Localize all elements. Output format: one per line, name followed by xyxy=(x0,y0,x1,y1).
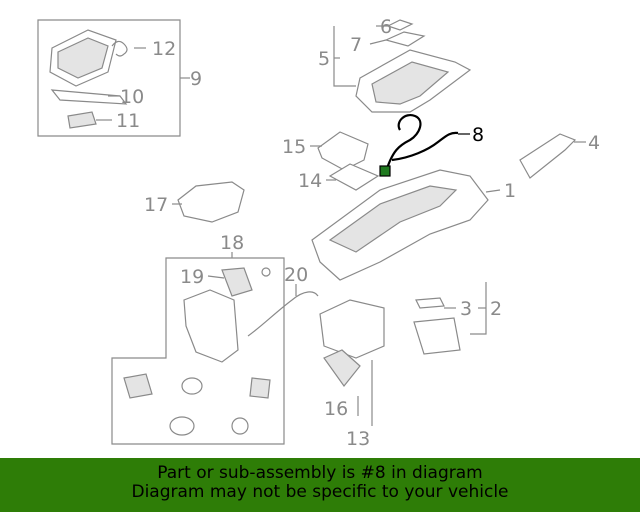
leader-19 xyxy=(207,275,225,279)
switch-a xyxy=(123,373,153,399)
wire-harness-8 xyxy=(379,114,459,177)
callout-5: 5 xyxy=(318,48,330,70)
exploded-parts-diagram: 12 10 11 9 6 7 5 8 4 15 14 1 17 18 19 20… xyxy=(37,16,600,450)
armrest-17 xyxy=(177,181,245,223)
console-body xyxy=(311,169,489,281)
bracket-2 xyxy=(413,317,461,355)
leader-lines xyxy=(96,25,586,426)
part-group-5 xyxy=(355,19,472,113)
callout-15: 15 xyxy=(282,136,306,158)
knob-e xyxy=(231,417,249,435)
callout-6: 6 xyxy=(380,16,392,38)
callout-13: 13 xyxy=(346,428,370,450)
cap-6 xyxy=(386,19,414,31)
callout-17: 17 xyxy=(144,194,168,216)
info-banner: Part or sub-assembly is #8 in diagram Di… xyxy=(0,458,640,512)
callout-16: 16 xyxy=(324,398,348,420)
harness-8-connector xyxy=(379,165,391,177)
callout-labels: 12 10 11 9 6 7 5 8 4 15 14 1 17 18 19 20… xyxy=(116,16,600,450)
tray-15 xyxy=(317,131,369,171)
harness-8-lower xyxy=(391,131,459,162)
banner-line-part-number: Part or sub-assembly is #8 in diagram xyxy=(157,463,483,483)
callout-18: 18 xyxy=(220,232,244,254)
upper-tray-opening xyxy=(371,61,450,105)
callout-20: 20 xyxy=(284,264,308,286)
part-group-18 xyxy=(111,257,285,445)
callout-19: 19 xyxy=(180,266,204,288)
trim-panel-4 xyxy=(519,133,577,179)
storage-bin xyxy=(319,299,385,359)
console-body-top xyxy=(328,185,458,253)
mat-7 xyxy=(384,31,426,47)
part-group-9 xyxy=(37,19,181,137)
leader-7 xyxy=(369,39,387,45)
cable-12 xyxy=(111,40,128,57)
switch-panel xyxy=(183,289,239,363)
callout-10: 10 xyxy=(120,86,144,108)
leader-5 xyxy=(333,26,356,87)
switch-b xyxy=(181,377,203,395)
callout-4: 4 xyxy=(588,132,600,154)
cable-20 xyxy=(247,291,319,337)
leader-2 xyxy=(470,282,487,335)
bracket-10 xyxy=(50,89,128,105)
screw-18 xyxy=(261,267,271,277)
group-18-frame xyxy=(111,257,285,445)
callout-1: 1 xyxy=(504,180,516,202)
switch-19 xyxy=(221,267,253,297)
banner-line-disclaimer: Diagram may not be specific to your vehi… xyxy=(131,482,509,502)
leader-1 xyxy=(485,189,501,193)
callout-9: 9 xyxy=(190,68,202,90)
callout-7: 7 xyxy=(350,34,362,56)
bracket-16 xyxy=(323,349,361,387)
callout-8: 8 xyxy=(472,124,484,146)
callout-12: 12 xyxy=(152,38,176,60)
pad-11 xyxy=(67,111,97,129)
group-9-frame xyxy=(37,19,181,137)
callout-14: 14 xyxy=(298,170,322,192)
display-module-face xyxy=(57,37,109,79)
mat-14 xyxy=(328,163,380,191)
plate-3 xyxy=(415,297,445,309)
callout-11: 11 xyxy=(116,110,140,132)
callout-2: 2 xyxy=(490,298,502,320)
callout-3: 3 xyxy=(460,298,472,320)
switch-c xyxy=(249,377,271,399)
harness-8-upper xyxy=(383,114,422,176)
console-body-1 xyxy=(311,169,489,281)
knob-d xyxy=(169,416,195,436)
